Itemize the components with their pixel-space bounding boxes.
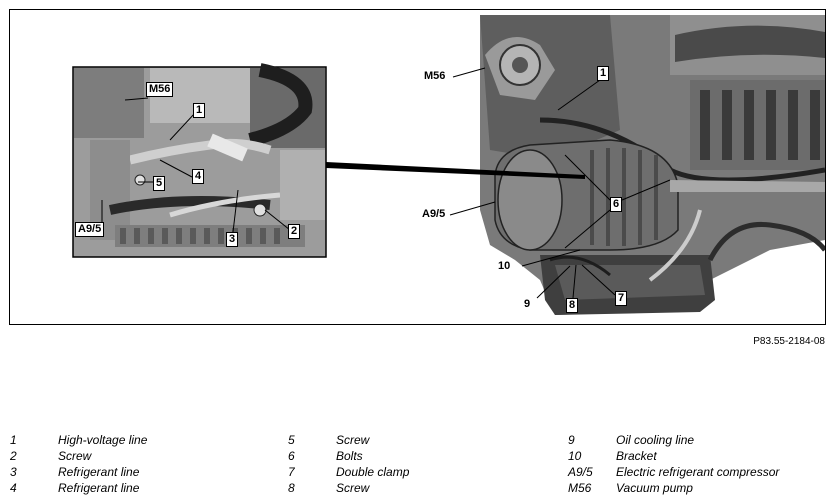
legend-number: M56: [568, 481, 592, 495]
callout-main-7: 7: [615, 291, 628, 306]
callout-inset-3: 3: [226, 232, 239, 247]
legend-text: Refrigerant line: [58, 481, 140, 495]
legend-text: Vacuum pump: [616, 481, 693, 495]
callout-main-6: 6: [610, 197, 623, 212]
legend-item: 10 Bracket: [568, 448, 779, 464]
legend-number: 7: [288, 465, 295, 479]
callout-main-1: 1: [597, 66, 610, 81]
engine-photo: [465, 10, 825, 324]
legend-item: 7 Double clamp: [288, 464, 409, 480]
legend-text: High-voltage line: [58, 433, 148, 447]
legend-column-3: 9 Oil cooling line 10 Bracket A9/5 Electric…: [568, 432, 779, 496]
legend-number: 5: [288, 433, 295, 447]
callout-inset-1: 1: [193, 103, 206, 118]
legend-item: M56 Vacuum pump: [568, 480, 779, 496]
legend-number: 6: [288, 449, 295, 463]
callout-inset-5: 5: [153, 176, 166, 191]
legend-text: Double clamp: [336, 465, 410, 479]
legend-number: 3: [10, 465, 17, 479]
callout-main-9: 9: [524, 298, 531, 310]
callout-main-8: 8: [566, 298, 579, 313]
legend-item: 9 Oil cooling line: [568, 432, 779, 448]
legend-text: Screw: [336, 433, 370, 447]
figure-frame: M56 1 4 5 A9/5 3 2 M56 1 A9/5 6 10 9 8 7: [9, 9, 826, 325]
legend-text: Oil cooling line: [616, 433, 695, 447]
legend-text: Bracket: [616, 449, 657, 463]
legend-number: 8: [288, 481, 295, 495]
legend-text: Bolts: [336, 449, 363, 463]
legend-number: A9/5: [568, 465, 593, 479]
legend-number: 9: [568, 433, 575, 447]
legend-text: Screw: [58, 449, 92, 463]
engine-illustration: [72, 10, 825, 324]
legend-item: 6 Bolts: [288, 448, 409, 464]
inset-photo: [72, 63, 327, 258]
callout-inset-a9-5: A9/5: [75, 222, 105, 237]
inset-connector: [326, 162, 585, 179]
legend-number: 10: [568, 449, 582, 463]
legend-item: 5 Screw: [288, 432, 409, 448]
legend-text: Electric refrigerant compressor: [616, 465, 780, 479]
callout-inset-2: 2: [288, 224, 301, 239]
callout-main-10: 10: [498, 260, 511, 272]
legend-item: 8 Screw: [288, 480, 409, 496]
figure-id: P83.55-2184-08: [753, 336, 825, 347]
callout-inset-m56: M56: [146, 82, 174, 97]
legend-text: Refrigerant line: [58, 465, 140, 479]
callout-main-m56: M56: [424, 70, 446, 82]
legend-item: 2 Screw: [10, 448, 147, 464]
legend-number: 2: [10, 449, 17, 463]
legend-number: 4: [10, 481, 17, 495]
legend-text: Screw: [336, 481, 370, 495]
callout-inset-4: 4: [192, 169, 205, 184]
legend-item: A9/5 Electric refrigerant compressor: [568, 464, 779, 480]
callout-main-a9-5: A9/5: [422, 208, 446, 220]
legend-number: 1: [10, 433, 17, 447]
legend-item: 3 Refrigerant line: [10, 464, 147, 480]
legend-item: 1 High-voltage line: [10, 432, 147, 448]
legend-item: 4 Refrigerant line: [10, 480, 147, 496]
